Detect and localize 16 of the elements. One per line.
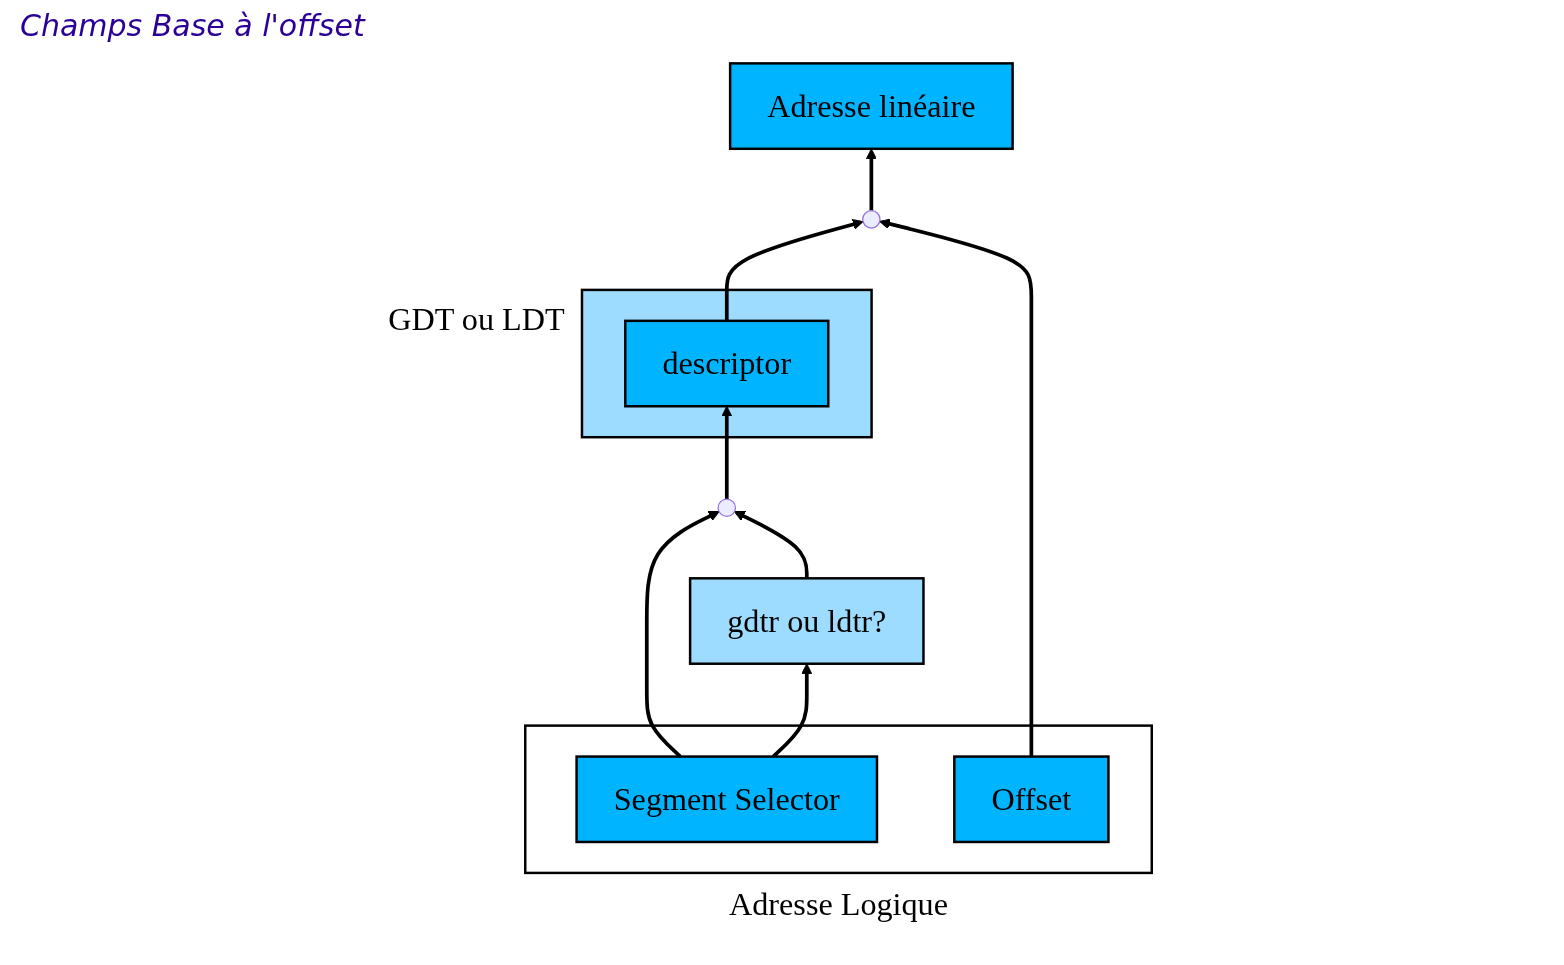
node-box: gdtr ou ldtr? — [688, 577, 925, 665]
node-box: Adresse linéaire — [728, 62, 1014, 151]
node-label: GDT ou LDT — [388, 301, 565, 337]
node-circle — [862, 210, 881, 229]
node-box: Segment Selector — [575, 755, 879, 844]
arrow — [724, 219, 864, 321]
arrow — [865, 148, 877, 211]
arrow — [734, 511, 809, 579]
node-label: Adresse Logique — [729, 886, 948, 923]
title: Champs Base à l'offset — [20, 8, 367, 43]
node-circle — [717, 498, 737, 518]
cluster — [524, 724, 1153, 875]
cluster — [580, 288, 873, 439]
node-box: descriptor — [624, 319, 830, 408]
arrow — [879, 218, 1034, 757]
node-box: Offset — [953, 755, 1110, 844]
